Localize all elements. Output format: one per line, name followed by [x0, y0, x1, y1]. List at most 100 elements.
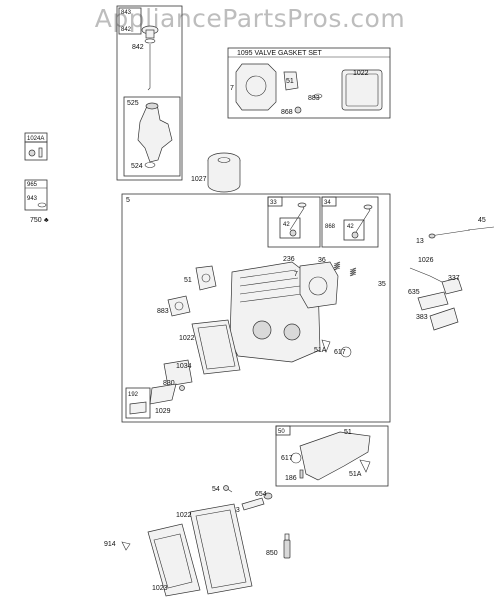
label-1023: 1023 — [152, 585, 168, 592]
kit-1024a-nut — [28, 149, 36, 157]
valve-gasket-set-title: 1095 VALVE GASKET SET — [237, 50, 323, 57]
head-assembly-box — [121, 193, 391, 423]
part-192 — [129, 401, 147, 415]
label-1034: 1034 — [176, 363, 192, 370]
right-parts: 13 45 1026 337 635 383 — [408, 217, 495, 331]
intake-gasket-set — [283, 71, 299, 91]
label-7-head: 7 — [294, 271, 298, 278]
valve-kit-33-box — [267, 196, 321, 248]
screw-186 — [299, 469, 304, 479]
label-1029: 1029 — [155, 408, 171, 415]
kit-965-box — [24, 179, 48, 211]
intake-gasket-51-hole — [201, 273, 211, 283]
cover-gasket-inner — [345, 73, 379, 107]
label-914: 914 — [104, 541, 116, 548]
head-gasket — [235, 63, 277, 111]
head-assembly: 5 33 42 34 868 42 51 883 — [121, 193, 391, 423]
label-33: 33 — [270, 200, 277, 206]
plate-1029 — [149, 383, 177, 405]
bolt-13-shaft — [429, 229, 471, 237]
coil-383 — [429, 307, 459, 331]
label-50: 50 — [278, 429, 285, 435]
dipstick-843-box — [118, 7, 142, 35]
valve-34-stem — [355, 205, 371, 233]
intake-50-box — [275, 425, 389, 487]
tube-top — [145, 102, 159, 110]
label-36: 36 — [318, 257, 326, 264]
label-525: 525 — [127, 100, 139, 107]
label-186: 186 — [285, 475, 297, 482]
label-750: 750 — [30, 217, 42, 224]
screw-54 — [223, 485, 229, 491]
label-1026: 1026 — [418, 257, 434, 264]
label-868-b: 868 — [325, 224, 336, 230]
cylinder-head-fins — [239, 269, 303, 303]
label-337: 337 — [448, 275, 460, 282]
screw-830 — [179, 385, 185, 391]
label-830: 830 — [163, 380, 175, 387]
label-943: 943 — [27, 196, 38, 202]
dipstick-outer-box — [116, 5, 183, 181]
label-617-head: 617 — [334, 349, 346, 356]
oring-617-intake — [290, 452, 302, 464]
label-13: 13 — [416, 238, 424, 245]
stud-53 — [241, 497, 265, 511]
nut-654 — [263, 492, 273, 500]
label-34: 34 — [324, 200, 331, 206]
dipstick-handle — [145, 29, 155, 39]
label-51-intake: 51 — [344, 429, 352, 436]
valve-kit-33-inner — [279, 217, 301, 239]
kit-1024a: 1024A — [24, 132, 48, 161]
oil-filter: 1027 — [191, 152, 241, 193]
label-635: 635 — [408, 289, 420, 296]
label-53: 53 — [232, 507, 240, 514]
club-icon: ♣ — [44, 217, 49, 224]
label-1022-head: 1022 — [179, 335, 195, 342]
cover-gasket-1022-inner — [197, 324, 236, 370]
label-883-set: 883 — [308, 95, 320, 102]
label-842-small: 842 — [121, 27, 132, 33]
kit-965-ring — [37, 202, 47, 208]
keeper-34 — [351, 231, 359, 239]
tube-45 — [467, 226, 495, 231]
label-1024a: 1024A — [27, 136, 44, 142]
valve-kit-33-tag — [267, 196, 283, 207]
label-1022-set: 1022 — [353, 70, 369, 77]
boot-635 — [417, 291, 449, 311]
dipstick-oring — [144, 38, 156, 44]
label-35: 35 — [378, 281, 386, 288]
dipstick-rod — [147, 44, 151, 91]
valve-33-head — [297, 202, 307, 208]
valve-cover-1023 — [147, 523, 201, 597]
valve-kit-34-inner — [343, 219, 365, 241]
intake-gasket-51 — [195, 265, 217, 291]
label-54: 54 — [212, 486, 220, 493]
head-gasket-7 — [299, 261, 339, 309]
label-192: 192 — [128, 392, 139, 398]
label-654: 654 — [255, 491, 267, 498]
label-868-set: 868 — [281, 109, 293, 116]
intake-50-tag — [275, 425, 291, 436]
label-965: 965 — [27, 182, 38, 188]
label-51a-intake: 51A — [349, 471, 362, 478]
label-42-b: 42 — [347, 224, 354, 230]
label-45: 45 — [478, 217, 486, 224]
label-1027: 1027 — [191, 176, 207, 183]
kit-1024a-screw — [38, 147, 43, 158]
label-383: 383 — [416, 314, 428, 321]
valve-gasket-set-box — [227, 47, 391, 119]
kit-1024a-box — [24, 141, 48, 161]
intake-manifold — [299, 431, 371, 481]
exhaust-gasket-883 — [167, 295, 191, 317]
label-842: 842 — [132, 44, 144, 51]
valve-kit-34-box — [321, 196, 379, 248]
sealant-850 — [283, 539, 291, 559]
label-850: 850 — [266, 550, 278, 557]
seal-868-set — [294, 106, 302, 114]
oil-filter-body — [207, 160, 241, 193]
cylinder-head-port-2 — [283, 323, 301, 341]
label-1022-bottom: 1022 — [176, 512, 192, 519]
cover-gasket-set — [341, 69, 383, 111]
label-617-intake: 617 — [281, 455, 293, 462]
